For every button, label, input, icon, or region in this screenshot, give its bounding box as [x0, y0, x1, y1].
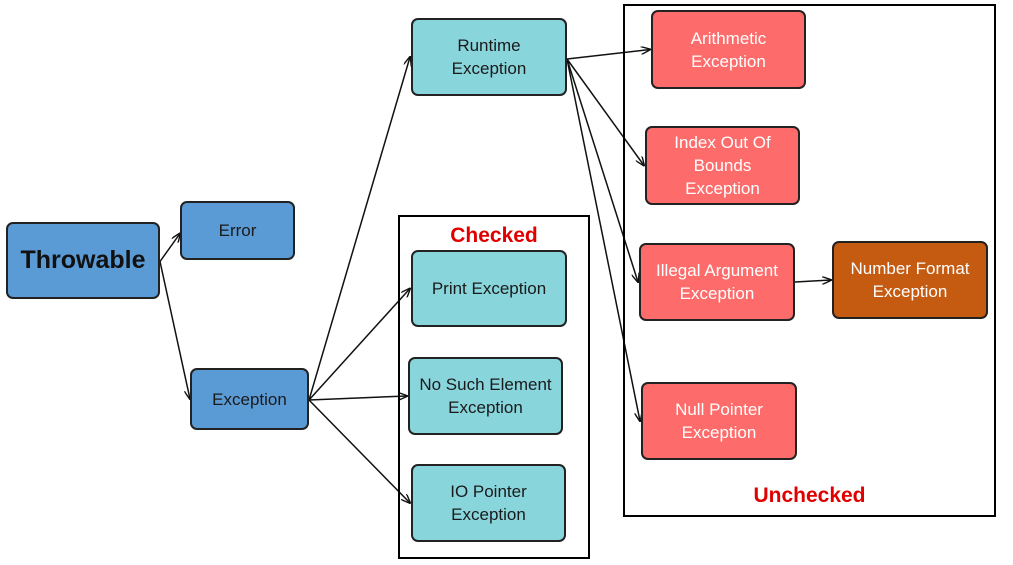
edge-runtime-to-illegal [566, 58, 638, 282]
checked-group [398, 215, 590, 559]
exception-node: Exception [190, 368, 309, 430]
edge-exception-to-nosuch [308, 396, 407, 401]
edge-throwable-to-exception [159, 261, 190, 400]
edge-throwable-to-error [159, 234, 180, 262]
edge-exception-to-io [308, 399, 410, 503]
unchecked-group [623, 4, 996, 517]
error-label: Error [218, 221, 257, 240]
unchecked-group-label: Unchecked [753, 484, 866, 507]
checked-group-label: Checked [450, 224, 538, 247]
throwable-label: Throwable [20, 246, 146, 274]
edge-exception-to-runtime [308, 57, 410, 401]
throwable-node: Throwable [6, 222, 160, 299]
edge-runtime-to-arith [566, 50, 650, 60]
edge-runtime-to-nullptr [566, 58, 640, 421]
print-label: Print Exception [431, 279, 547, 298]
edge-runtime-to-index [566, 58, 644, 166]
edge-illegal-to-numfmt [794, 280, 831, 282]
print-exception-node: Print Exception [411, 250, 567, 327]
error-node: Error [180, 201, 295, 260]
edge-exception-to-print [308, 289, 410, 401]
exception-label: Exception [212, 389, 287, 409]
